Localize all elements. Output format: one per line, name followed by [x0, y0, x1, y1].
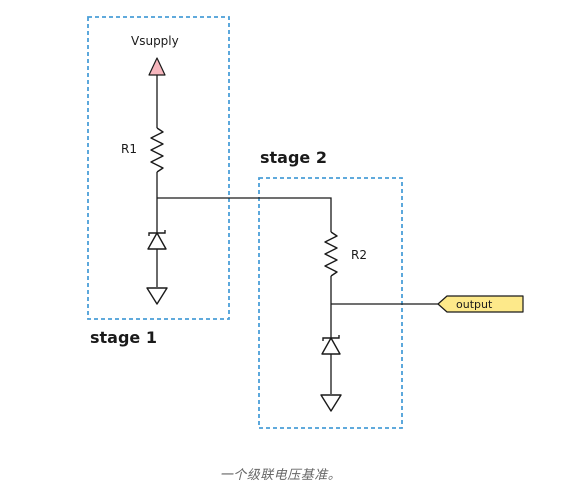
figure-caption: 一个级联电压基准。: [219, 468, 342, 483]
r1-label: R1: [121, 142, 137, 156]
stage-2-box: [258, 177, 403, 429]
zener-diode-2-icon: [321, 335, 341, 355]
ground-2-icon: [320, 394, 342, 412]
output-tag-icon: [437, 295, 524, 313]
output-label: output: [456, 298, 493, 311]
zener-diode-1-icon: [147, 230, 167, 250]
ground-1-icon: [146, 287, 168, 305]
stage-1-box: [87, 16, 230, 320]
supply-arrow-icon: [148, 57, 166, 76]
resistor-r2-icon: [324, 231, 338, 277]
stage-2-label: stage 2: [260, 148, 327, 167]
resistor-r1-icon: [150, 127, 164, 173]
vsupply-label: Vsupply: [131, 34, 179, 48]
stage-1-label: stage 1: [90, 328, 157, 347]
r2-label: R2: [351, 248, 367, 262]
